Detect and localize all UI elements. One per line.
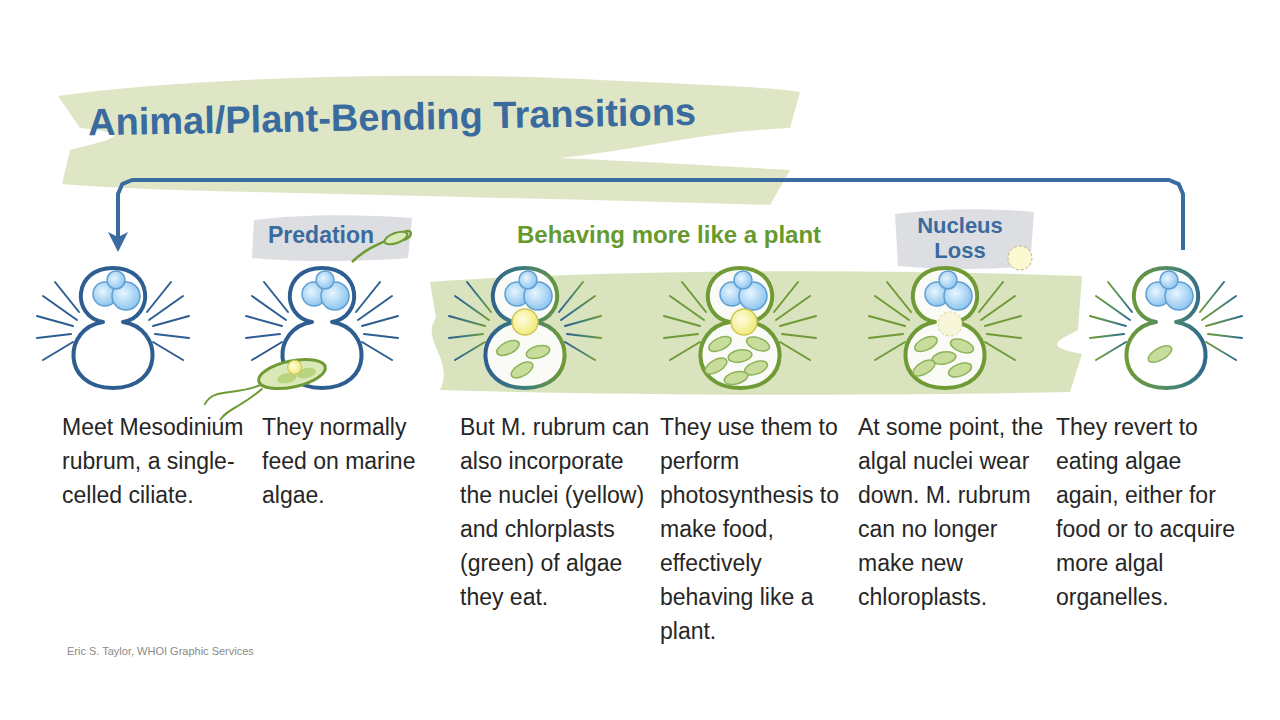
- plant-like-cell: [505, 271, 552, 310]
- brush-background: [58, 76, 1082, 395]
- reverting-cell: [1146, 271, 1193, 310]
- nucleus-loss-cell: [947, 360, 974, 379]
- step-caption: They revert to eating algae again, eithe…: [1056, 410, 1248, 614]
- plant-like-cell: [495, 337, 522, 358]
- step-caption: Meet Mesodinium rubrum, a single-celled …: [62, 410, 254, 512]
- plant-like-cell: [512, 309, 538, 335]
- photosynthesis-cell: [703, 355, 730, 377]
- nucleus-loss-cell: [938, 312, 962, 336]
- nucleus-loss-cell: [925, 271, 972, 310]
- brush-background: [252, 215, 412, 261]
- step-caption: At some point, the algal nuclei wear dow…: [858, 410, 1050, 614]
- reverting-cell: [1090, 268, 1242, 388]
- step-column: Meet Mesodinium rubrum, a single-celled …: [62, 250, 254, 512]
- phase-label: Behaving more like a plant: [517, 221, 821, 249]
- step-caption: But M. rubrum can also incorporate the n…: [460, 410, 652, 614]
- step-caption: They use them to perform photosynthesis …: [660, 410, 852, 648]
- nucleus-loss-cell: [869, 246, 1032, 388]
- ciliate-cell: [93, 271, 140, 310]
- swimming-alga: [383, 229, 409, 247]
- photosynthesis-cell: [664, 268, 816, 388]
- brush-background: [58, 76, 800, 205]
- photosynthesis-cell: [707, 333, 734, 354]
- step-column: But M. rubrum can also incorporate the n…: [460, 250, 652, 614]
- lost-nucleus: [1008, 246, 1032, 270]
- reverting-cell: [1146, 342, 1175, 365]
- photosynthesis-cell: [720, 271, 767, 310]
- ciliate-cell: [37, 268, 189, 388]
- plant-like-cell: [525, 343, 551, 361]
- nucleus-loss-cell: [911, 357, 938, 379]
- ciliate-cell: [37, 268, 189, 388]
- prey-alga: [286, 359, 303, 376]
- photosynthesis-cell: [731, 309, 757, 335]
- step-caption: They normally feed on marine algae.: [262, 410, 454, 512]
- step-column: At some point, the algal nuclei wear dow…: [858, 250, 1050, 614]
- nucleus-loss-cell: [913, 333, 940, 354]
- nucleus-loss-cell: [911, 333, 976, 379]
- photosynthesis-cell: [664, 268, 816, 388]
- plant-like-cell: [449, 268, 601, 388]
- nucleus-loss-cell: [869, 268, 1021, 388]
- title: Animal/Plant-Bending Transitions: [88, 91, 697, 145]
- step-column: They use them to perform photosynthesis …: [660, 250, 852, 648]
- step-column: They revert to eating algae again, eithe…: [1056, 250, 1248, 614]
- reverting-cell: [1090, 268, 1242, 388]
- step-column: They normally feed on marine algae.: [262, 250, 454, 512]
- photosynthesis-cell: [703, 333, 772, 386]
- stage-label: Nucleus Loss: [910, 213, 1010, 263]
- prey-alga: [256, 354, 328, 394]
- stage-label: Predation: [268, 222, 374, 249]
- cycle-arrow: [118, 180, 1183, 250]
- plant-like-cell: [509, 359, 536, 381]
- credit: Eric S. Taylor, WHOI Graphic Services: [67, 645, 254, 657]
- plant-like-cell: [495, 337, 552, 381]
- brush-background: [895, 209, 1034, 269]
- predation-cell: [199, 229, 410, 422]
- photosynthesis-cell: [727, 348, 753, 364]
- prey-alga: [199, 354, 331, 422]
- predation-cell: [302, 271, 349, 310]
- plant-like-cell: [449, 268, 601, 388]
- photosynthesis-cell: [723, 369, 749, 387]
